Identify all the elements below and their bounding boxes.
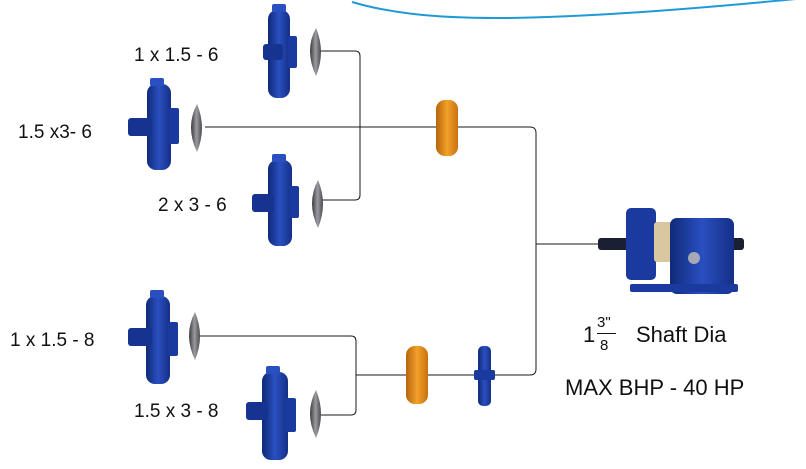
pump-label-1x1.5-8: 1 x 1.5 - 8 [10, 330, 95, 351]
shaft-fraction-denominator: 8 [600, 337, 609, 354]
max-bhp-label: MAX BHP - 40 HP [565, 375, 745, 400]
pump-casing-1.5x3-6 [128, 78, 179, 170]
pump-label-2x3-6: 2 x 3 - 6 [158, 195, 227, 216]
decorative-arc [351, 0, 796, 19]
pump-label-1.5x3-6: 1.5 x3- 6 [18, 122, 92, 143]
shaft-fraction-numerator: 3" [597, 314, 611, 331]
shaft-whole-number: 1 [583, 322, 596, 347]
pump-casing-2x3-6 [252, 154, 299, 246]
pump-casing-1.5x3-8 [246, 366, 296, 460]
bearing-frame-icon [598, 208, 744, 294]
connector-upper-bracket [320, 50, 361, 201]
connector-cover-to-frame [490, 244, 537, 376]
pump-casing-1x1.5-6 [263, 4, 297, 98]
pump-label-1.5x3-8: 1.5 x 3 - 8 [134, 401, 219, 422]
pump-label-1x1.5-6: 1 x 1.5 - 6 [134, 45, 219, 66]
impeller-icon [189, 28, 323, 438]
connector-adapter-to-frame-top [456, 126, 537, 244]
pump-casing-1x1.5-8 [128, 290, 178, 384]
shaft-fraction-bar [597, 333, 616, 334]
adapter-icon [406, 100, 458, 404]
connector-lines [200, 50, 598, 416]
shaft-dia-label: Shaft Dia [636, 322, 727, 347]
cover-plate-icon [474, 346, 495, 406]
